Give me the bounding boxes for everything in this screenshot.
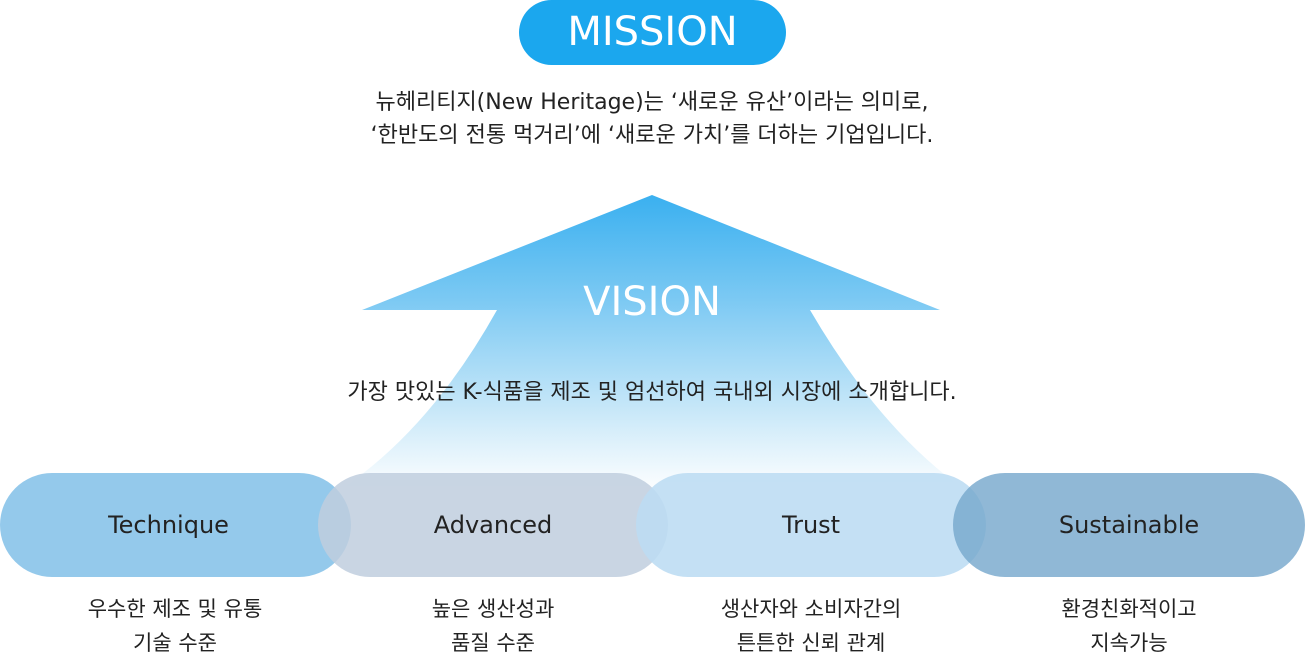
value-pill-sustainable: Sustainable: [953, 473, 1305, 577]
value-desc-line: 튼튼한 신뢰 관계: [736, 631, 886, 655]
value-desc-sustainable: 환경친화적이고 지속가능: [979, 592, 1279, 660]
value-label-trust: Trust: [781, 511, 841, 539]
mission-line-2: ‘한반도의 전통 먹거리’에 ‘새로운 가치’를 더하는 기업입니다.: [370, 123, 934, 148]
value-desc-line: 환경친화적이고: [1061, 597, 1197, 621]
value-desc-line: 지속가능: [1090, 631, 1168, 655]
mission-title: MISSION: [567, 9, 738, 55]
value-desc-technique: 우수한 제조 및 유통 기술 수준: [25, 592, 325, 660]
value-desc-line: 우수한 제조 및 유통: [87, 597, 263, 621]
mission-description: 뉴헤리티지(New Heritage)는 ‘새로운 유산’이라는 의미로, ‘한…: [152, 86, 1152, 152]
value-desc-line: 품질 수준: [451, 631, 535, 655]
vision-title: VISION: [583, 279, 721, 325]
value-label-sustainable: Sustainable: [1058, 511, 1200, 539]
value-pill-technique: Technique: [0, 473, 351, 577]
value-desc-trust: 생산자와 소비자간의 튼튼한 신뢰 관계: [661, 592, 961, 660]
mission-line-1: 뉴헤리티지(New Heritage)는 ‘새로운 유산’이라는 의미로,: [375, 90, 929, 115]
value-desc-line: 기술 수준: [133, 631, 217, 655]
arrow-shape: [340, 195, 965, 490]
value-label-advanced: Advanced: [433, 511, 553, 539]
value-pill-advanced: Advanced: [318, 473, 668, 577]
vision-description: 가장 맛있는 K-식품을 제조 및 엄선하여 국내외 시장에 소개합니다.: [347, 380, 957, 405]
value-desc-line: 생산자와 소비자간의: [720, 597, 902, 621]
value-desc-advanced: 높은 생산성과 품질 수준: [343, 592, 643, 660]
value-desc-line: 높은 생산성과: [431, 597, 555, 621]
mission-badge: MISSION: [519, 0, 786, 65]
value-label-technique: Technique: [108, 511, 229, 539]
value-pill-trust: Trust: [636, 473, 986, 577]
